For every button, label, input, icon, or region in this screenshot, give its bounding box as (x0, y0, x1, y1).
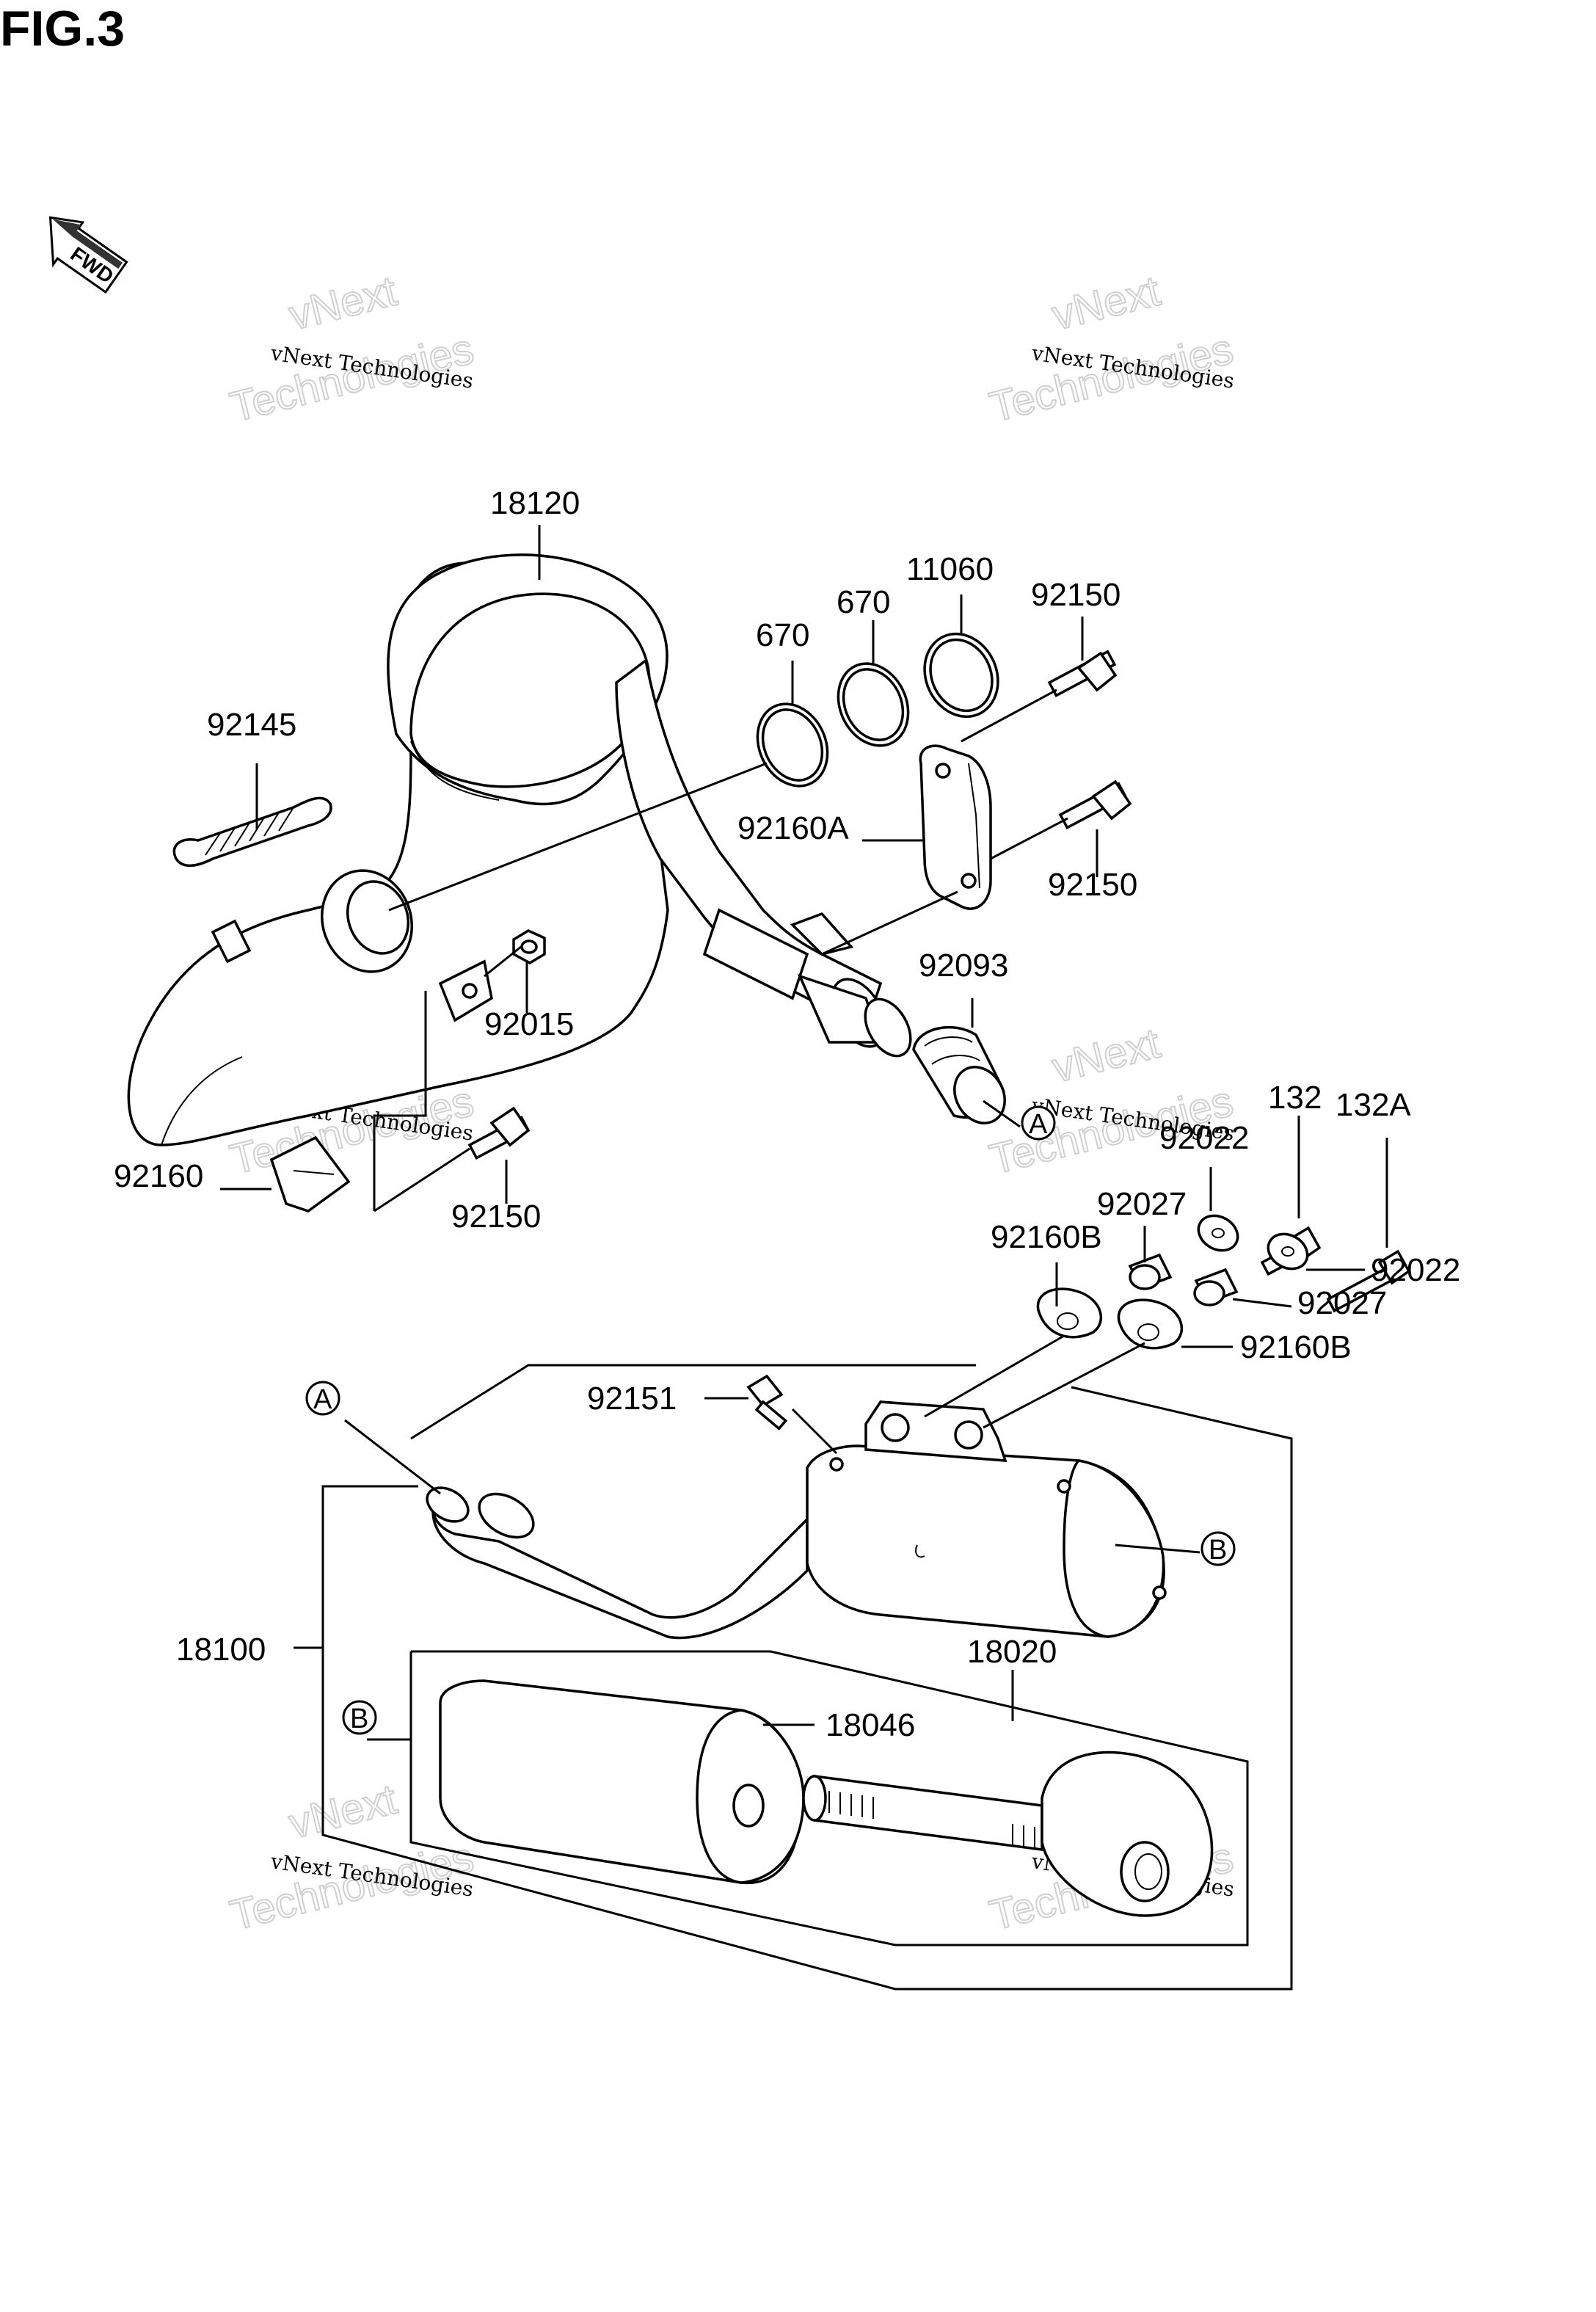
collar-92027-a (1128, 1253, 1173, 1290)
leader-lines (220, 525, 1388, 1991)
washer-92022-a (1197, 1214, 1239, 1252)
bolt-92150-a (1047, 650, 1118, 698)
sleeve-92093 (912, 1025, 1006, 1124)
label-92150-a: 92150 (1031, 577, 1121, 613)
label-92027-b: 92027 (1297, 1285, 1387, 1321)
label-92022-b: 92022 (1371, 1252, 1460, 1288)
label-18120: 18120 (490, 485, 580, 521)
ref-marker-b-lower: B (342, 1700, 377, 1735)
label-132A: 132A (1336, 1087, 1411, 1123)
figure-title: FIG.3 (0, 1, 125, 57)
label-11060: 11060 (906, 551, 994, 587)
nut-92015 (512, 929, 546, 965)
exhaust-pipe-18120 (127, 553, 912, 1146)
part-labels: 18120 670 670 11060 92150 92145 92160A 9… (114, 485, 1460, 1743)
washer-92022-b (1267, 1232, 1309, 1270)
gasket-11060-inner (929, 638, 994, 713)
grommet-92160B-a (1036, 1287, 1102, 1339)
label-92160A: 92160A (737, 810, 849, 846)
label-92027-a: 92027 (1097, 1186, 1187, 1222)
label-92150-b: 92150 (1048, 867, 1137, 903)
svg-text:B: B (350, 1704, 368, 1734)
ref-marker-a-upper: A (1021, 1105, 1056, 1141)
label-92015: 92015 (484, 1006, 574, 1042)
label-670-b: 670 (837, 584, 890, 620)
fwd-arrow-icon: FWD (48, 216, 128, 294)
spring-92145 (172, 796, 332, 868)
bolt-92150-c (467, 1106, 531, 1160)
label-92022-a: 92022 (1159, 1120, 1249, 1156)
silencer-18100 (426, 1400, 1167, 1640)
svg-text:A: A (313, 1384, 332, 1415)
svg-text:vNext: vNext (1047, 1019, 1165, 1092)
label-18046: 18046 (826, 1707, 915, 1743)
label-92145: 92145 (207, 707, 296, 743)
damper-92160 (269, 1135, 351, 1213)
label-92151: 92151 (587, 1381, 677, 1417)
label-92150-c: 92150 (451, 1199, 541, 1235)
svg-text:vNext: vNext (284, 1775, 401, 1848)
bolt-92150-b (1058, 779, 1132, 830)
o-ring-670-b-inner (842, 668, 905, 741)
label-132: 132 (1268, 1080, 1322, 1116)
label-92160B-b: 92160B (1240, 1329, 1352, 1365)
watermark: vNext Technologies vNext Technologies vN… (225, 266, 1238, 1941)
label-92160B-a: 92160B (991, 1219, 1102, 1255)
ref-marker-b-upper: B (1200, 1531, 1236, 1566)
bolt-92151 (746, 1374, 788, 1431)
o-ring-670-a-inner (761, 708, 824, 782)
collar-92027-b (1193, 1268, 1239, 1306)
label-18100: 18100 (176, 1632, 266, 1668)
bracket-92160A (919, 744, 992, 910)
ref-marker-a-lower: A (305, 1381, 340, 1416)
label-670-a: 670 (756, 617, 809, 653)
svg-text:B: B (1209, 1535, 1227, 1566)
grommet-92160B-b (1117, 1298, 1183, 1350)
svg-text:A: A (1029, 1109, 1048, 1140)
label-92160: 92160 (114, 1158, 203, 1194)
silencer-core-18020 (439, 1679, 1214, 1917)
label-92093: 92093 (919, 948, 1008, 984)
bolt-132A (1326, 1249, 1411, 1313)
label-18020: 18020 (967, 1634, 1057, 1670)
svg-text:vNext: vNext (284, 267, 401, 340)
svg-text:vNext: vNext (1047, 267, 1165, 340)
